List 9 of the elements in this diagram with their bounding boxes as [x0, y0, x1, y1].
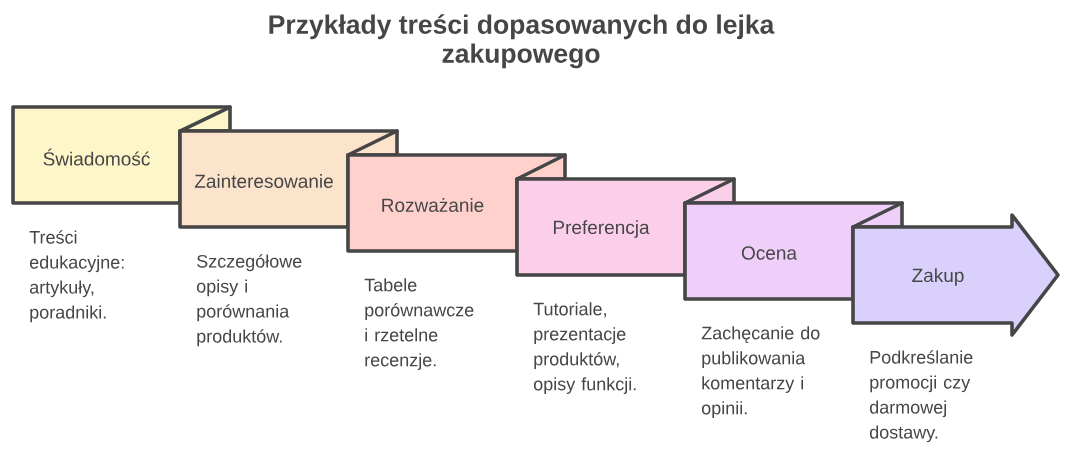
ribbon-banner: Preferencja — [515, 177, 736, 277]
description-text: Podkreślanie promocji czy darmowej dostawy. — [869, 350, 973, 443]
description-text: Tabele porównawcze i rzetelne recenzje. — [364, 278, 474, 370]
title: Przykłady treści dopasowanych do lejka zakupowego — [269, 14, 775, 69]
description-text: Szczegółowe opisy i porównania produktów. — [196, 254, 302, 347]
ribbon-banner: Ocena — [683, 201, 904, 301]
description-text: Treści edukacyjne: artykuły, poradniki. — [29, 230, 124, 323]
description-text: Tutoriale, prezentacje produktów, opisy funkcji. — [533, 302, 636, 394]
description-text: Zachęcanie do publikowania komentarzy i opinii. — [701, 326, 820, 418]
